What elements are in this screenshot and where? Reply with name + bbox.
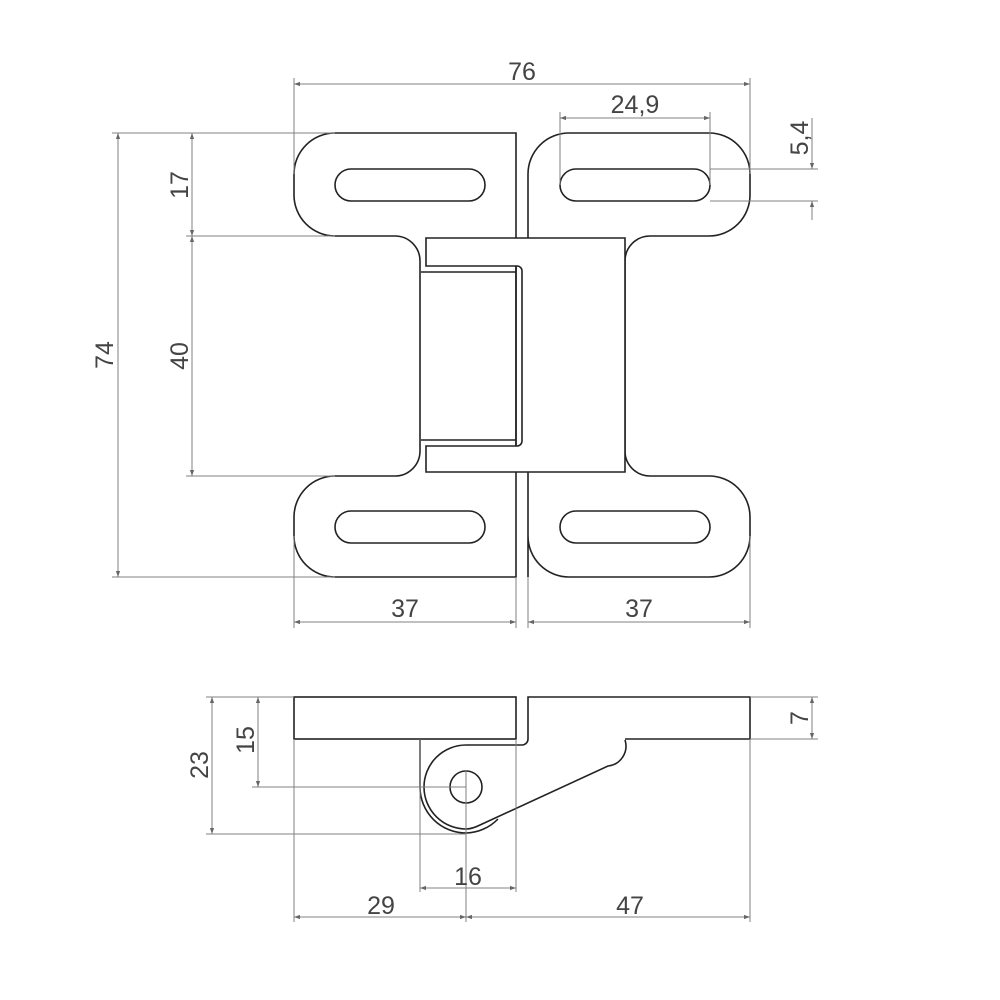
right-plate-side [527,696,751,740]
dim-middle-height: 40 [166,342,194,370]
left-plate-side [293,696,517,740]
knuckle-outer [419,739,499,834]
slot-bottom-right [559,510,711,544]
slot-top-left [334,168,486,202]
dim-left-leaf-width: 37 [391,595,419,623]
dim-knuckle-width: 16 [454,863,482,891]
dim-slot-width: 5,4 [786,121,814,156]
dim-overall-width: 76 [508,58,536,86]
pin-channel [421,266,517,446]
side-extension-lines [206,696,818,922]
dim-plate-thickness: 7 [786,711,814,725]
dim-overall-height: 74 [91,341,119,369]
dim-lobe-height: 17 [166,171,194,199]
extension-lines [112,78,818,628]
top-view: 76 24,9 5,4 74 17 40 37 37 [91,58,818,628]
dim-slot-length: 24,9 [611,91,660,119]
side-view: 7 23 15 16 29 47 [186,696,818,922]
dim-left-to-pivot: 29 [367,892,395,920]
slot-top-right [559,168,711,202]
dim-right-leaf-width: 37 [625,595,653,623]
dim-pivot-to-right: 47 [616,892,644,920]
knuckle-arm [423,738,627,830]
dim-total-depth: 23 [186,751,214,779]
slot-bottom-left [334,510,486,544]
dim-pivot-depth: 15 [232,726,260,754]
knuckle-plate [425,237,626,473]
